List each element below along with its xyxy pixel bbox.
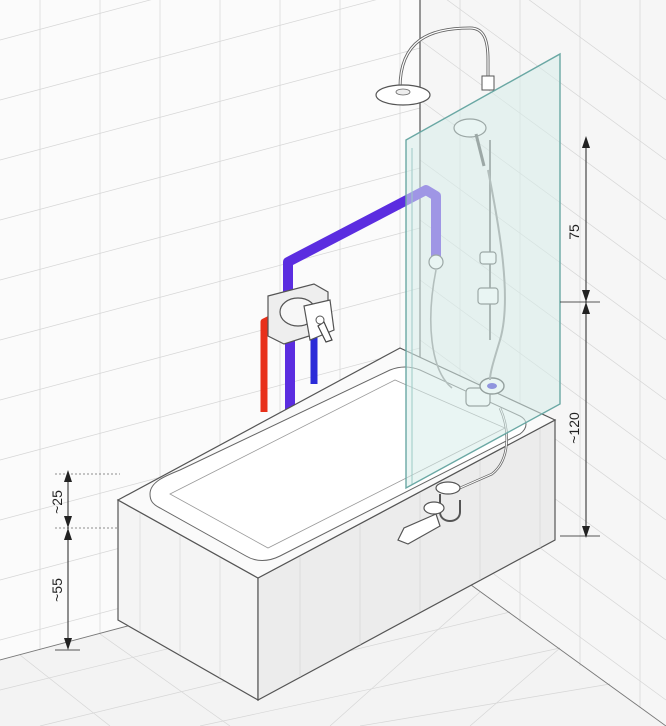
dim-label-75: 75: [566, 224, 582, 240]
dim-label-25: ~25: [49, 490, 65, 514]
concealed-mixer: [267, 283, 335, 345]
glass-bath-screen: [405, 52, 561, 490]
rain-shower: [375, 26, 495, 106]
dim-label-55: ~55: [49, 578, 65, 602]
waste-outlet: [397, 513, 441, 545]
glass-panel: [405, 52, 561, 490]
dimension-lines: 75 ~120 ~25 ~55: [49, 136, 600, 651]
tub-drain: [435, 481, 461, 495]
riser-connector: [481, 75, 495, 91]
dim-label-120: ~120: [566, 412, 582, 444]
